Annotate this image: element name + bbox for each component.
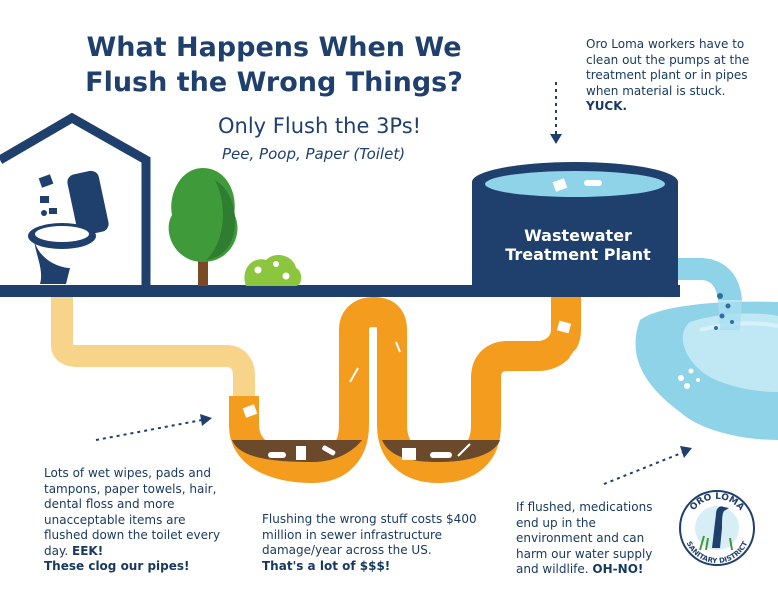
tree-icon: [168, 168, 238, 286]
logo-heron-icon: [699, 506, 733, 551]
outflow-pipe-icon: [676, 258, 742, 330]
note-workers: Oro Loma workers have to clean out the p…: [586, 37, 756, 115]
note-medications: If flushed, medications end up in the en…: [516, 500, 656, 578]
treatment-tank-icon: [472, 162, 678, 287]
house-drain-pipe: [51, 297, 255, 396]
toilet-icon: [28, 170, 109, 284]
subtitle: Only Flush the 3Ps!: [218, 114, 422, 138]
note-cost-text: Flushing the wrong stuff costs $400 mill…: [262, 512, 477, 557]
note-wipes: Lots of wet wipes, pads and tampons, pap…: [44, 466, 226, 575]
note-medications-text: If flushed, medications end up in the en…: [516, 500, 653, 576]
sewer-pipe: [229, 297, 581, 483]
pointer-arrowheads: [200, 134, 692, 458]
page-title: What Happens When We Flush the Wrong Thi…: [85, 32, 463, 98]
logo: [679, 490, 755, 566]
plant-label: Wastewater Treatment Plant: [505, 226, 651, 264]
note-workers-text: Oro Loma workers have to clean out the p…: [586, 37, 750, 98]
note-cost: Flushing the wrong stuff costs $400 mill…: [262, 512, 492, 574]
pond-icon: [635, 301, 778, 440]
note-wipes-text: Lots of wet wipes, pads and tampons, pap…: [44, 466, 221, 558]
subtitle-detail: Pee, Poop, Paper (Toilet): [222, 145, 406, 163]
ground-line: [0, 285, 680, 297]
note-medications-emphasis: OH-NO!: [592, 562, 644, 576]
pointer-lines: [95, 82, 685, 485]
note-wipes-emphasis-2: These clog our pipes!: [44, 559, 190, 573]
note-wipes-emphasis: EEK!: [72, 543, 104, 558]
bush-icon: [244, 254, 302, 286]
note-workers-emphasis: YUCK.: [586, 99, 628, 113]
note-cost-emphasis: That's a lot of $$$!: [262, 558, 391, 573]
house-icon: [0, 112, 151, 286]
